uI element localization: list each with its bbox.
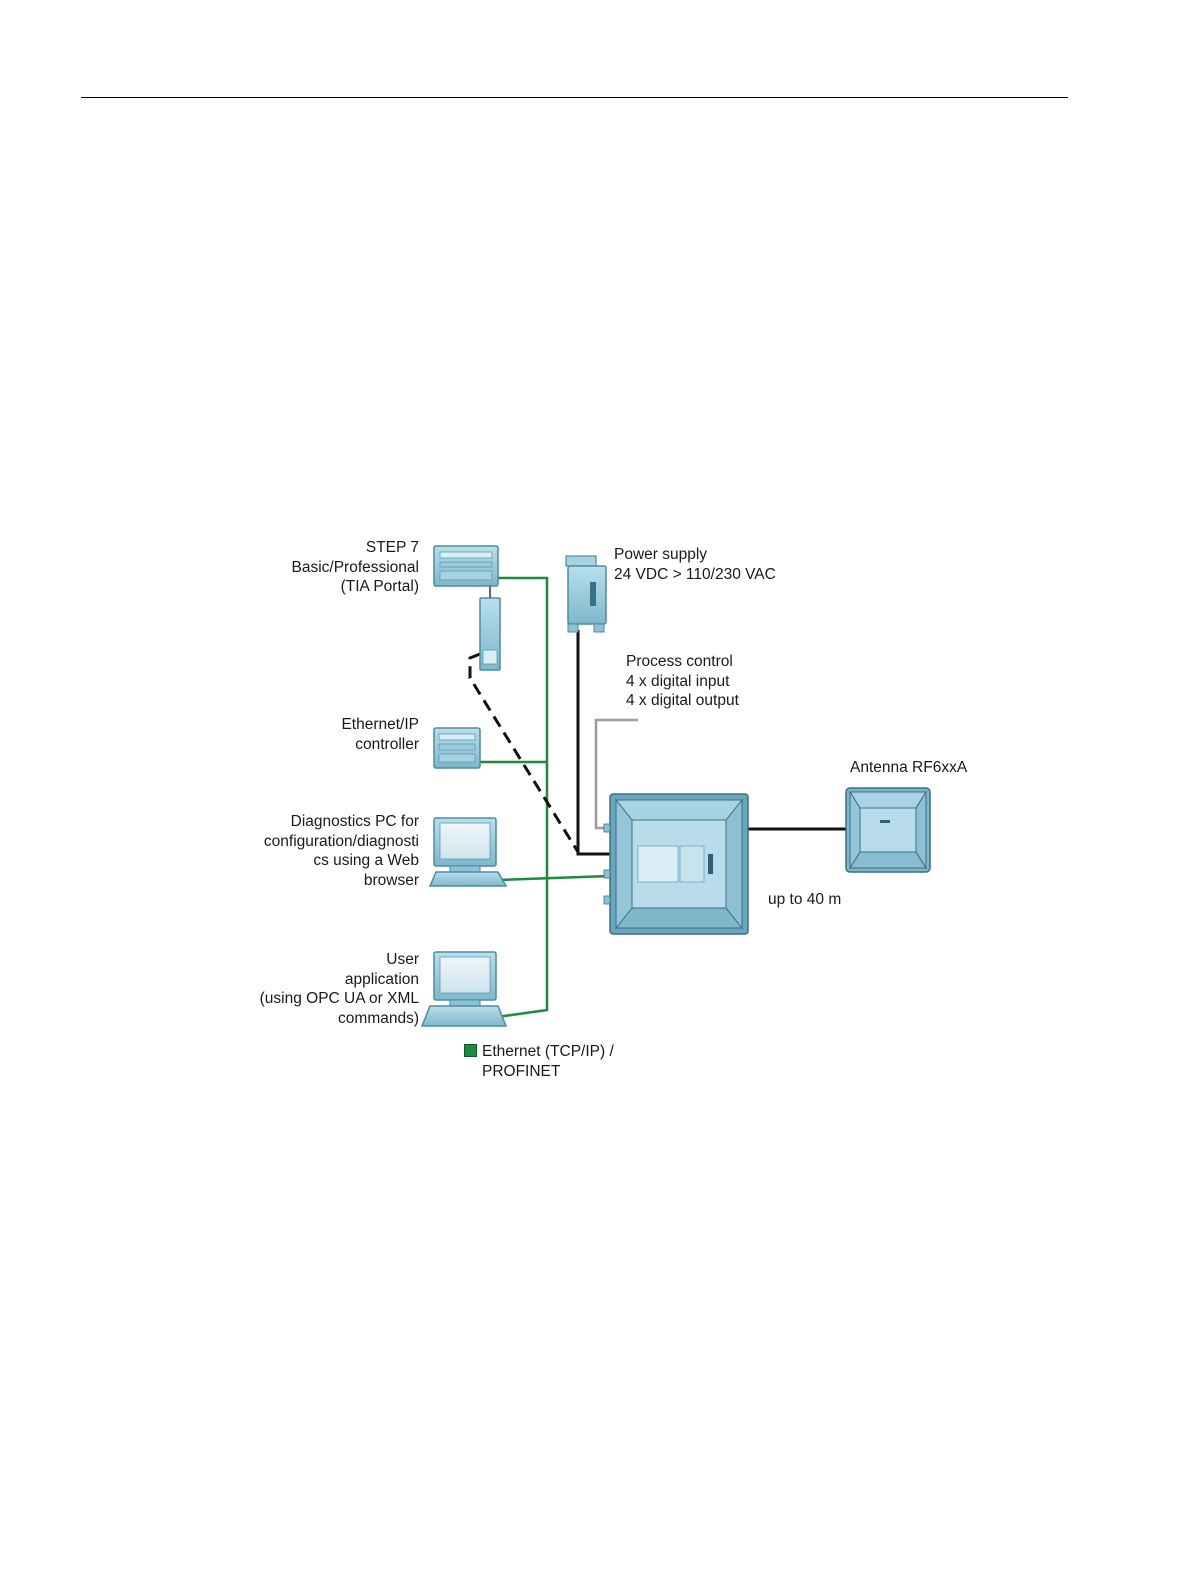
rfid-system-diagram: STEP 7 Basic/Professional (TIA Portal) P…: [250, 530, 1020, 1090]
diagram-canvas: [420, 545, 931, 1027]
process-label-line: 4 x digital output: [626, 692, 739, 709]
step7-label-line: Basic/Professional: [291, 558, 419, 576]
ethernetip-label-line: controller: [355, 735, 419, 753]
process-control-label: Process control 4 x digital input 4 x di…: [626, 652, 739, 711]
ethernet-legend-label: Ethernet (TCP/IP) / PROFINET: [482, 1042, 614, 1081]
power-supply-label: Power supply 24 VDC > 110/230 VAC: [614, 545, 776, 584]
ethernetip-controller-label: Ethernet/IP controller: [341, 715, 419, 754]
userapp-label-line: (using OPC UA or XML: [259, 990, 419, 1007]
user-application-label: User application (using OPC UA or XML co…: [260, 950, 419, 1028]
power-supply-device: [565, 555, 607, 633]
diagnostics-pc-label: Diagnostics PC for configuration/diagnos…: [264, 812, 419, 890]
step7-plc-device: [433, 545, 501, 671]
ethernet-network-lines: [480, 576, 611, 1019]
profibus-dashed-cable: [468, 652, 580, 853]
process-label-line: 4 x digital input: [626, 672, 730, 690]
userapp-label-line: commands): [338, 1009, 419, 1027]
userapp-label-line: application: [344, 970, 419, 988]
antenna-device: [845, 787, 931, 873]
diagnostics-pc-device: [428, 817, 508, 887]
step7-label-line: (TIA Portal): [340, 578, 419, 595]
user-application-pc-device: [420, 951, 508, 1027]
power-label-line: Power supply: [614, 546, 708, 563]
antenna-label: Antenna RF6xxA: [850, 759, 968, 776]
userapp-label-line: User: [386, 951, 419, 968]
ethernet-legend-swatch: [464, 1044, 477, 1057]
diagpc-label-line: Diagnostics PC for: [290, 813, 419, 830]
process-io-cable: [594, 718, 638, 830]
diagpc-label-line: cs using a Web: [313, 852, 419, 869]
ethernetip-controller-device: [433, 727, 481, 769]
header-rule: [81, 97, 1068, 98]
legend-label-line: PROFINET: [482, 1062, 561, 1080]
rfid-reader-device: [603, 793, 749, 935]
diagpc-label-line: browser: [363, 871, 419, 889]
ethernetip-label-line: Ethernet/IP: [341, 716, 419, 733]
legend-label-line: Ethernet (TCP/IP) /: [482, 1043, 614, 1060]
diagpc-label-line: configuration/diagnosti: [263, 832, 419, 850]
power-cable: [576, 630, 610, 856]
step7-label: STEP 7 Basic/Professional (TIA Portal): [291, 538, 419, 597]
step7-label-line: STEP 7: [365, 539, 419, 556]
power-label-line: 24 VDC > 110/230 VAC: [614, 565, 776, 583]
process-label-line: Process control: [626, 653, 733, 670]
distance-label: up to 40 m: [768, 891, 842, 908]
